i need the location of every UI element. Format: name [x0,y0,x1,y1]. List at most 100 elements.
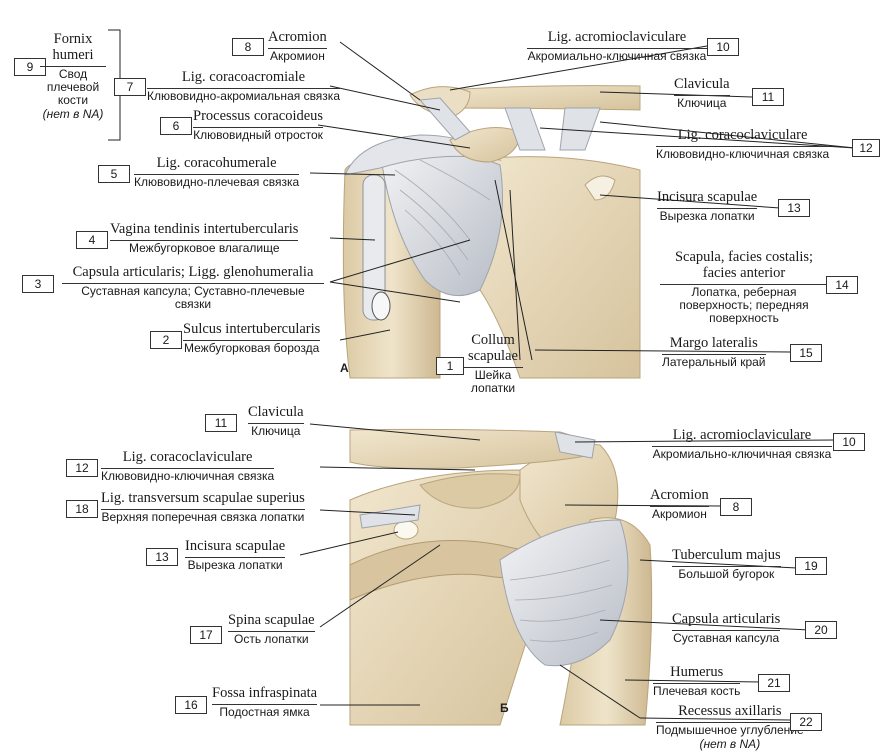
label-recessus-note: (нет в NA) [699,737,761,752]
label-recessus-ru: Подмышечное углубление [656,722,804,737]
label-tuberculum-ru: Большой бугорок [678,566,775,581]
label-incisura-a-ru: Вырезка лопатки [659,208,755,223]
number-box-7: 7 [114,78,146,96]
number-box-2: 2 [150,331,182,349]
number-box-14: 14 [826,276,858,294]
label-fossa-ru: Подостная ямка [219,704,310,719]
number-box-12-b: 12 [66,459,98,477]
label-vagina-ru: Межбугорковое влагалище [128,240,280,255]
label-capsula-a-lat: Capsula articularis; Ligg. glenohumerali… [72,264,314,280]
label-sulcus-ru: Межбугорковая борозда [183,340,320,355]
label-lig-acromioclav-a: Lig. acromioclaviculare Акромиально-ключ… [527,29,707,63]
label-humerus: Humerus Плечевая кость [653,664,741,698]
panel-a-letter: А [340,361,349,375]
label-lig-transversum-lat: Lig. transversum scapulae superius [101,490,305,506]
label-incisura-b: Incisura scapulae Вырезка лопатки [185,538,286,572]
label-lig-coracoacrom: Lig. coracoacromiale Клювовидно-акромиал… [147,69,340,103]
number-box-9: 9 [14,58,46,76]
label-acromion-b-lat: Acromion [650,487,709,503]
label-spina: Spina scapulae Ость лопатки [228,612,315,646]
label-lig-coracoacrom-ru: Клювовидно-акромиальная связка [147,88,340,103]
label-sulcus: Sulcus intertubercularis Межбугорковая б… [183,321,321,355]
label-scapula-facies: Scapula, facies costalis; facies anterio… [660,249,828,326]
label-clavicula-b: Clavicula Ключица [248,404,304,438]
label-tuberculum: Tuberculum majus Большой бугорок [672,547,781,581]
label-scapula-facies-ru: Лопатка, реберная поверхность; передняя … [679,284,809,326]
label-lig-transversum: Lig. transversum scapulae superius Верхн… [101,490,305,524]
label-collum: Collum scapulae Шейка лопатки [463,332,523,395]
label-humerus-lat: Humerus [670,664,724,680]
label-acromion-a-lat: Acromion [268,29,327,45]
label-clavicula-a-lat: Clavicula [674,76,730,92]
number-box-10-b: 10 [833,433,865,451]
label-lig-acromioclav-a-ru: Акромиально-ключичная связка [527,48,707,63]
label-lig-acromioclav-b-lat: Lig. acromioclaviculare [672,427,812,443]
label-collum-lat: Collum scapulae [468,332,518,364]
label-capsula-b-ru: Суставная капсула [673,630,780,645]
label-acromion-a-ru: Акромион [269,48,325,63]
label-spina-ru: Ость лопатки [233,631,309,646]
label-margo-ru: Латеральный край [662,354,766,369]
number-box-6: 6 [160,117,192,135]
label-proc-coracoideus-lat: Processus coracoideus [193,108,324,124]
label-spina-lat: Spina scapulae [228,612,315,628]
label-margo-lat: Margo lateralis [669,335,758,351]
number-box-17: 17 [190,626,222,644]
label-lig-coracohum: Lig. coracohumerale Клювовидно-плечевая … [134,155,300,189]
capsule-b [499,519,629,667]
number-box-4: 4 [76,231,108,249]
label-capsula-a-ru: Суставная капсула; Суставно-плечевые свя… [81,283,305,312]
label-margo: Margo lateralis Латеральный край [662,335,766,369]
label-lig-acromioclav-b: Lig. acromioclaviculare Акромиально-ключ… [652,427,832,461]
label-lig-coracohum-lat: Lig. coracohumerale [156,155,277,171]
label-lig-coracoclav-b: Lig. coracoclaviculare Клювовидно-ключич… [101,449,275,483]
number-box-8-b: 8 [720,498,752,516]
label-humerus-ru: Плечевая кость [653,683,741,698]
label-lig-coracoclav-a-ru: Клювовидно-ключичная связка [656,146,830,161]
label-fornix: Fornix humeri Свод плечевой кости (нет в… [40,31,106,122]
label-scapula-facies-lat: Scapula, facies costalis; facies anterio… [674,249,814,281]
label-proc-coracoideus: Processus coracoideus Клювовидный отрост… [193,108,324,142]
panel-a-art [342,85,641,379]
label-incisura-b-lat: Incisura scapulae [185,538,286,554]
label-lig-coracohum-ru: Клювовидно-плечевая связка [134,174,300,189]
label-tuberculum-lat: Tuberculum majus [672,547,781,563]
number-box-10-a: 10 [707,38,739,56]
label-lig-coracoclav-b-lat: Lig. coracoclaviculare [122,449,253,465]
label-incisura-a: Incisura scapulae Вырезка лопатки [657,189,758,223]
number-box-20: 20 [805,621,837,639]
label-acromion-a: Acromion Акромион [268,29,327,63]
number-box-15: 15 [790,344,822,362]
label-fornix-lat: Fornix humeri [52,31,94,63]
label-clavicula-b-lat: Clavicula [248,404,304,420]
label-incisura-a-lat: Incisura scapulae [657,189,758,205]
label-vagina: Vagina tendinis intertubercularis Межбуг… [110,221,299,255]
label-fornix-note: (нет в NA) [42,107,104,122]
label-capsula-a: Capsula articularis; Ligg. glenohumerali… [62,264,324,312]
label-lig-acromioclav-b-ru: Акромиально-ключичная связка [652,446,832,461]
label-lig-coracoclav-a-lat: Lig. coracoclaviculare [677,127,808,143]
label-acromion-b-ru: Акромион [651,506,707,521]
label-fossa: Fossa infraspinata Подостная ямка [212,685,318,719]
number-box-19: 19 [795,557,827,575]
label-sulcus-lat: Sulcus intertubercularis [183,321,321,337]
label-fossa-lat: Fossa infraspinata [212,685,318,701]
label-recessus: Recessus axillaris Подмышечное углублени… [656,703,804,752]
number-box-13-a: 13 [778,199,810,217]
label-vagina-lat: Vagina tendinis intertubercularis [110,221,299,237]
label-incisura-b-ru: Вырезка лопатки [187,557,283,572]
number-box-13-b: 13 [146,548,178,566]
leader-lines [108,29,856,721]
label-proc-coracoideus-ru: Клювовидный отросток [193,127,323,142]
label-capsula-b: Capsula articularis Суставная капсула [672,611,781,645]
panel-b-letter: Б [500,701,509,715]
label-capsula-b-lat: Capsula articularis [672,611,781,627]
label-clavicula-b-ru: Ключица [251,423,301,438]
label-lig-transversum-ru: Верхняя поперечная связка лопатки [101,509,305,524]
label-recessus-lat: Recessus axillaris [678,703,782,719]
label-lig-coracoclav-a: Lig. coracoclaviculare Клювовидно-ключич… [656,127,830,161]
panel-b-art [349,428,653,726]
label-lig-coracoclav-b-ru: Клювовидно-ключичная связка [101,468,275,483]
number-box-12-a: 12 [852,139,880,157]
